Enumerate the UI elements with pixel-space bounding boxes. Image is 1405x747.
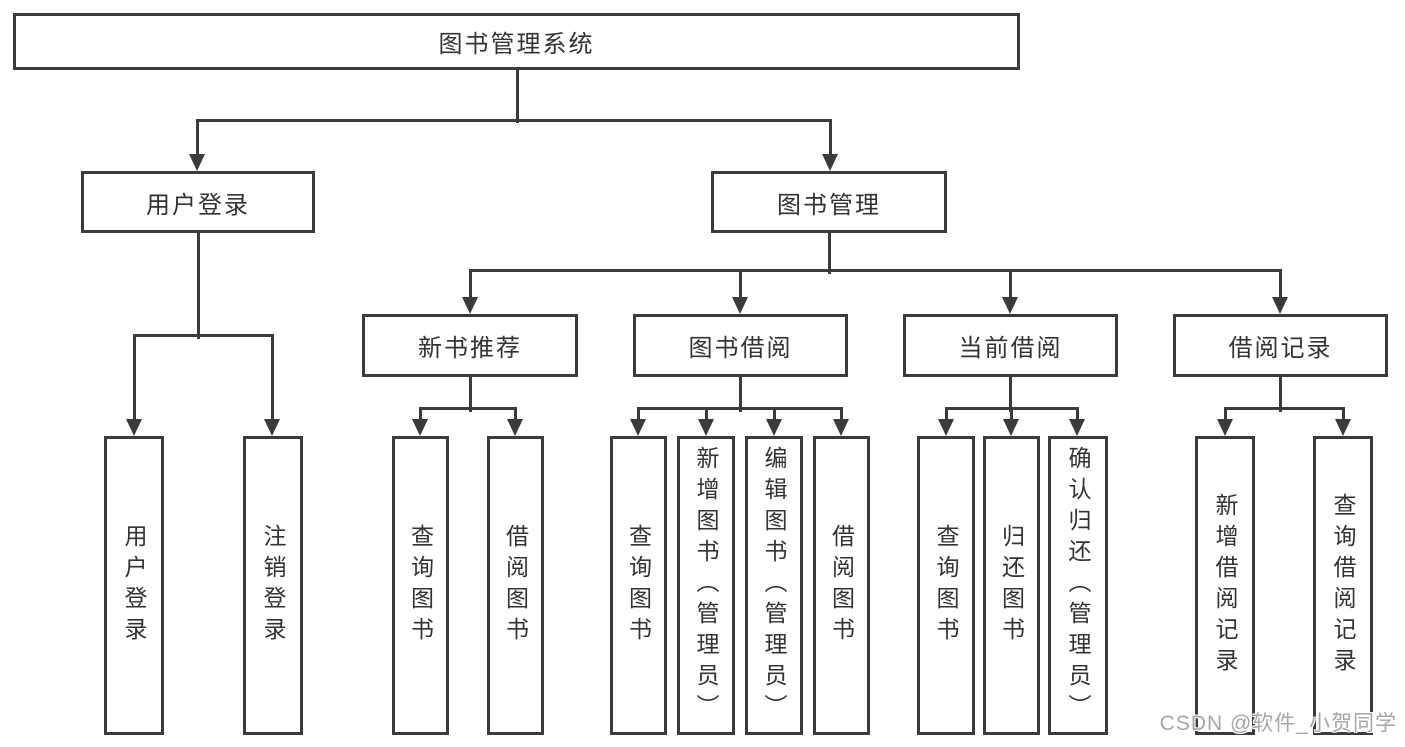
leaf-edit-books-admin: 编辑图书（管理员） bbox=[745, 436, 803, 735]
connector-line-vertical bbox=[1009, 407, 1013, 421]
connector-line-vertical bbox=[839, 407, 843, 421]
node-library-management-system: 图书管理系统 bbox=[13, 13, 1020, 70]
leaf-confirm-return-admin: 确认归还（管理员） bbox=[1048, 436, 1108, 735]
node-label: 查询图书 bbox=[933, 523, 959, 648]
leaf-add-borrow-record: 新增借阅记录 bbox=[1195, 436, 1255, 735]
connector-line-horizontal bbox=[418, 406, 517, 410]
leaf-add-books-admin: 新增图书（管理员） bbox=[677, 436, 735, 735]
arrow-down-icon bbox=[189, 154, 205, 171]
csdn-watermark: CSDN @软件_小贺同学 bbox=[1159, 712, 1397, 735]
node-borrowing-records: 借阅记录 bbox=[1173, 314, 1388, 377]
node-user-login: 用户登录 bbox=[81, 171, 315, 233]
connector-line-vertical bbox=[1075, 407, 1079, 421]
connector-line-vertical bbox=[828, 119, 832, 156]
arrow-down-icon bbox=[1217, 419, 1233, 436]
connector-line-horizontal bbox=[195, 118, 832, 122]
connector-line-vertical bbox=[636, 407, 640, 421]
connector-line-vertical bbox=[1341, 407, 1345, 421]
node-label: 当前借阅 bbox=[958, 335, 1063, 362]
node-label: 图书借阅 bbox=[688, 335, 793, 362]
arrow-down-icon bbox=[822, 154, 838, 171]
leaf-query-books-3: 查询图书 bbox=[917, 436, 975, 735]
node-book-borrowing: 图书借阅 bbox=[633, 314, 848, 377]
connector-line-vertical bbox=[1008, 269, 1012, 299]
arrow-down-icon bbox=[732, 297, 748, 314]
connector-line-horizontal bbox=[1223, 406, 1345, 410]
arrow-down-icon bbox=[264, 419, 280, 436]
connector-line-vertical bbox=[1278, 269, 1282, 299]
node-label: 借阅图书 bbox=[828, 523, 855, 648]
connector-line-vertical bbox=[418, 407, 422, 421]
connector-line-vertical bbox=[1223, 407, 1227, 421]
connector-line-horizontal bbox=[636, 406, 843, 410]
node-label: 用户登录 bbox=[146, 191, 250, 219]
node-label: 图书管理 bbox=[777, 191, 881, 219]
node-current-borrowing: 当前借阅 bbox=[903, 314, 1118, 377]
leaf-query-books-1: 查询图书 bbox=[392, 436, 449, 735]
node-label: 新增借阅记录 bbox=[1212, 492, 1238, 679]
arrow-down-icon bbox=[507, 419, 523, 436]
node-label: 查询借阅记录 bbox=[1330, 492, 1356, 679]
arrow-down-icon bbox=[766, 419, 782, 436]
node-label: 用户登录 bbox=[121, 523, 147, 648]
connector-line-vertical bbox=[468, 375, 472, 412]
arrow-down-icon bbox=[938, 419, 954, 436]
node-label: 编辑图书（管理员） bbox=[761, 446, 787, 725]
leaf-logout: 注销登录 bbox=[243, 436, 303, 735]
connector-line-vertical bbox=[944, 407, 948, 421]
arrow-down-icon bbox=[462, 297, 478, 314]
node-new-book-recommendation: 新书推荐 bbox=[362, 314, 578, 377]
leaf-borrow-books-2: 借阅图书 bbox=[813, 436, 870, 735]
node-label: 查询图书 bbox=[407, 523, 434, 648]
arrow-down-icon bbox=[126, 419, 142, 436]
connector-line-vertical bbox=[738, 375, 742, 412]
connector-line-vertical bbox=[468, 269, 472, 299]
leaf-query-books-2: 查询图书 bbox=[610, 436, 667, 735]
leaf-user-login: 用户登录 bbox=[104, 436, 164, 735]
connector-line-vertical bbox=[772, 407, 776, 421]
arrow-down-icon bbox=[833, 419, 849, 436]
arrow-down-icon bbox=[412, 419, 428, 436]
node-label: 借阅记录 bbox=[1228, 335, 1333, 362]
arrow-down-icon bbox=[698, 419, 714, 436]
connector-line-vertical bbox=[132, 334, 136, 421]
connector-line-vertical bbox=[195, 119, 199, 156]
leaf-query-borrow-record: 查询借阅记录 bbox=[1313, 436, 1373, 735]
arrow-down-icon bbox=[1272, 297, 1288, 314]
connector-line-vertical bbox=[196, 231, 200, 339]
connector-line-vertical bbox=[704, 407, 708, 421]
connector-line-horizontal bbox=[132, 333, 274, 337]
node-label: 新增图书（管理员） bbox=[693, 446, 719, 725]
arrow-down-icon bbox=[1003, 419, 1019, 436]
connector-line-vertical bbox=[513, 407, 517, 421]
leaf-return-books: 归还图书 bbox=[983, 436, 1040, 735]
node-label: 确认归还（管理员） bbox=[1065, 446, 1091, 725]
connector-line-vertical bbox=[1008, 375, 1012, 412]
connector-line-vertical bbox=[270, 334, 274, 421]
node-label: 新书推荐 bbox=[418, 335, 522, 362]
connector-line-vertical bbox=[515, 68, 519, 123]
node-label: 注销登录 bbox=[260, 523, 286, 648]
leaf-borrow-books-1: 借阅图书 bbox=[487, 436, 544, 735]
arrow-down-icon bbox=[630, 419, 646, 436]
arrow-down-icon bbox=[1002, 297, 1018, 314]
node-label: 借阅图书 bbox=[502, 523, 529, 648]
arrow-down-icon bbox=[1335, 419, 1351, 436]
connector-line-vertical bbox=[738, 269, 742, 299]
connector-line-vertical bbox=[1278, 375, 1282, 412]
node-label: 归还图书 bbox=[998, 523, 1025, 648]
connector-line-vertical bbox=[827, 231, 831, 274]
arrow-down-icon bbox=[1069, 419, 1085, 436]
node-label: 图书管理系统 bbox=[438, 31, 595, 58]
connector-line-horizontal bbox=[468, 268, 1282, 272]
node-label: 查询图书 bbox=[625, 523, 652, 648]
node-book-management: 图书管理 bbox=[711, 171, 947, 233]
